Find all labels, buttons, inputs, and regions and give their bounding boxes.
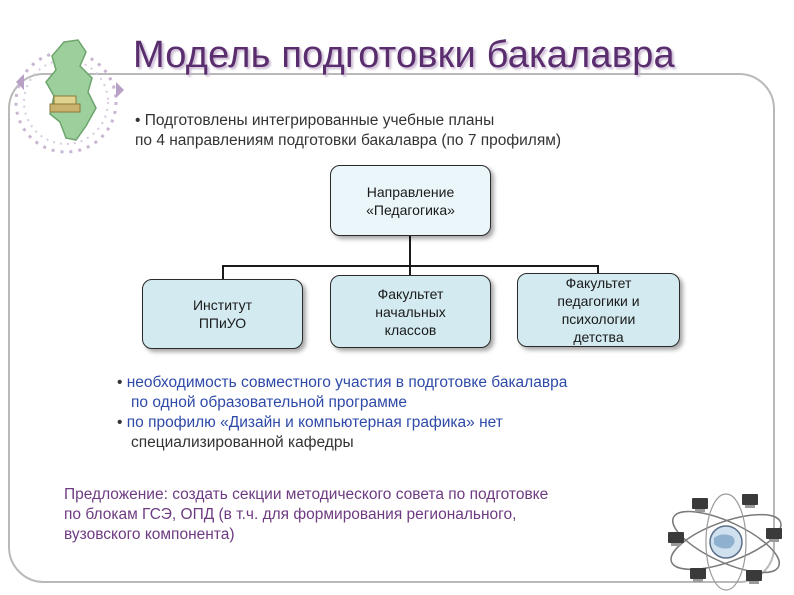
proposal-line-2: по блокам ГСЭ, ОПД (в т.ч. для формирова…	[64, 506, 517, 523]
note-1-line-1: необходимость совместного участия в подг…	[126, 374, 568, 391]
note-item: • необходимость совместного участия в по…	[117, 373, 567, 413]
note-2-line-2: специализированной кафедры	[131, 434, 354, 451]
org-child-2-line-3: классов	[384, 321, 437, 338]
org-root-line-1: Направление	[366, 183, 455, 200]
org-root-line-2: «Педагогика»	[366, 201, 455, 218]
intro-text: • Подготовлены интегрированные учебные п…	[135, 111, 561, 151]
computer-network-globe-icon	[668, 493, 782, 591]
org-child-1-line-2: ППиУО	[198, 315, 247, 331]
content-frame	[8, 73, 775, 583]
proposal-line-1: Предложение: создать секции методическог…	[64, 486, 549, 503]
proposal-line-3: вузовского компонента)	[64, 526, 235, 543]
org-child-box-institute: Институт ППиУО	[142, 279, 303, 349]
org-child-2-line-1: Факультет	[377, 285, 444, 302]
org-child-3-line-2: педагогики и	[557, 293, 640, 309]
note-item: • по профилю «Дизайн и компьютерная граф…	[117, 413, 567, 453]
org-root-box: Направление «Педагогика»	[330, 165, 491, 236]
connector-root-down	[409, 236, 411, 266]
intro-line-1: • Подготовлены интегрированные учебные п…	[135, 112, 495, 129]
org-child-3-line-3: психологии	[561, 311, 636, 327]
note-2-line-1: по профилю «Дизайн и компьютерная график…	[126, 414, 503, 431]
org-child-box-pedagogy: Факультет педагогики и психологии детств…	[517, 273, 680, 347]
connector-right	[597, 265, 599, 273]
org-child-box-primary: Факультет начальных классов	[330, 275, 491, 348]
org-child-3-line-4: детства	[573, 329, 624, 345]
note-bullet: •	[117, 374, 123, 391]
region-map-logo-icon	[14, 39, 124, 154]
org-child-2-line-2: начальных	[375, 303, 446, 320]
org-child-1-line-1: Институт	[192, 297, 252, 313]
connector-left	[222, 265, 224, 279]
page-title: Модель подготовки бакалавра	[133, 34, 675, 76]
org-child-3-line-1: Факультет	[565, 275, 632, 291]
proposal-text: Предложение: создать секции методическог…	[64, 485, 664, 545]
note-bullet: •	[117, 414, 123, 431]
connector-middle	[409, 265, 411, 275]
notes-list: • необходимость совместного участия в по…	[117, 373, 567, 453]
note-1-line-2: по одной образовательной программе	[131, 394, 408, 411]
intro-line-2: по 4 направлениям подготовки бакалавра (…	[135, 132, 562, 149]
